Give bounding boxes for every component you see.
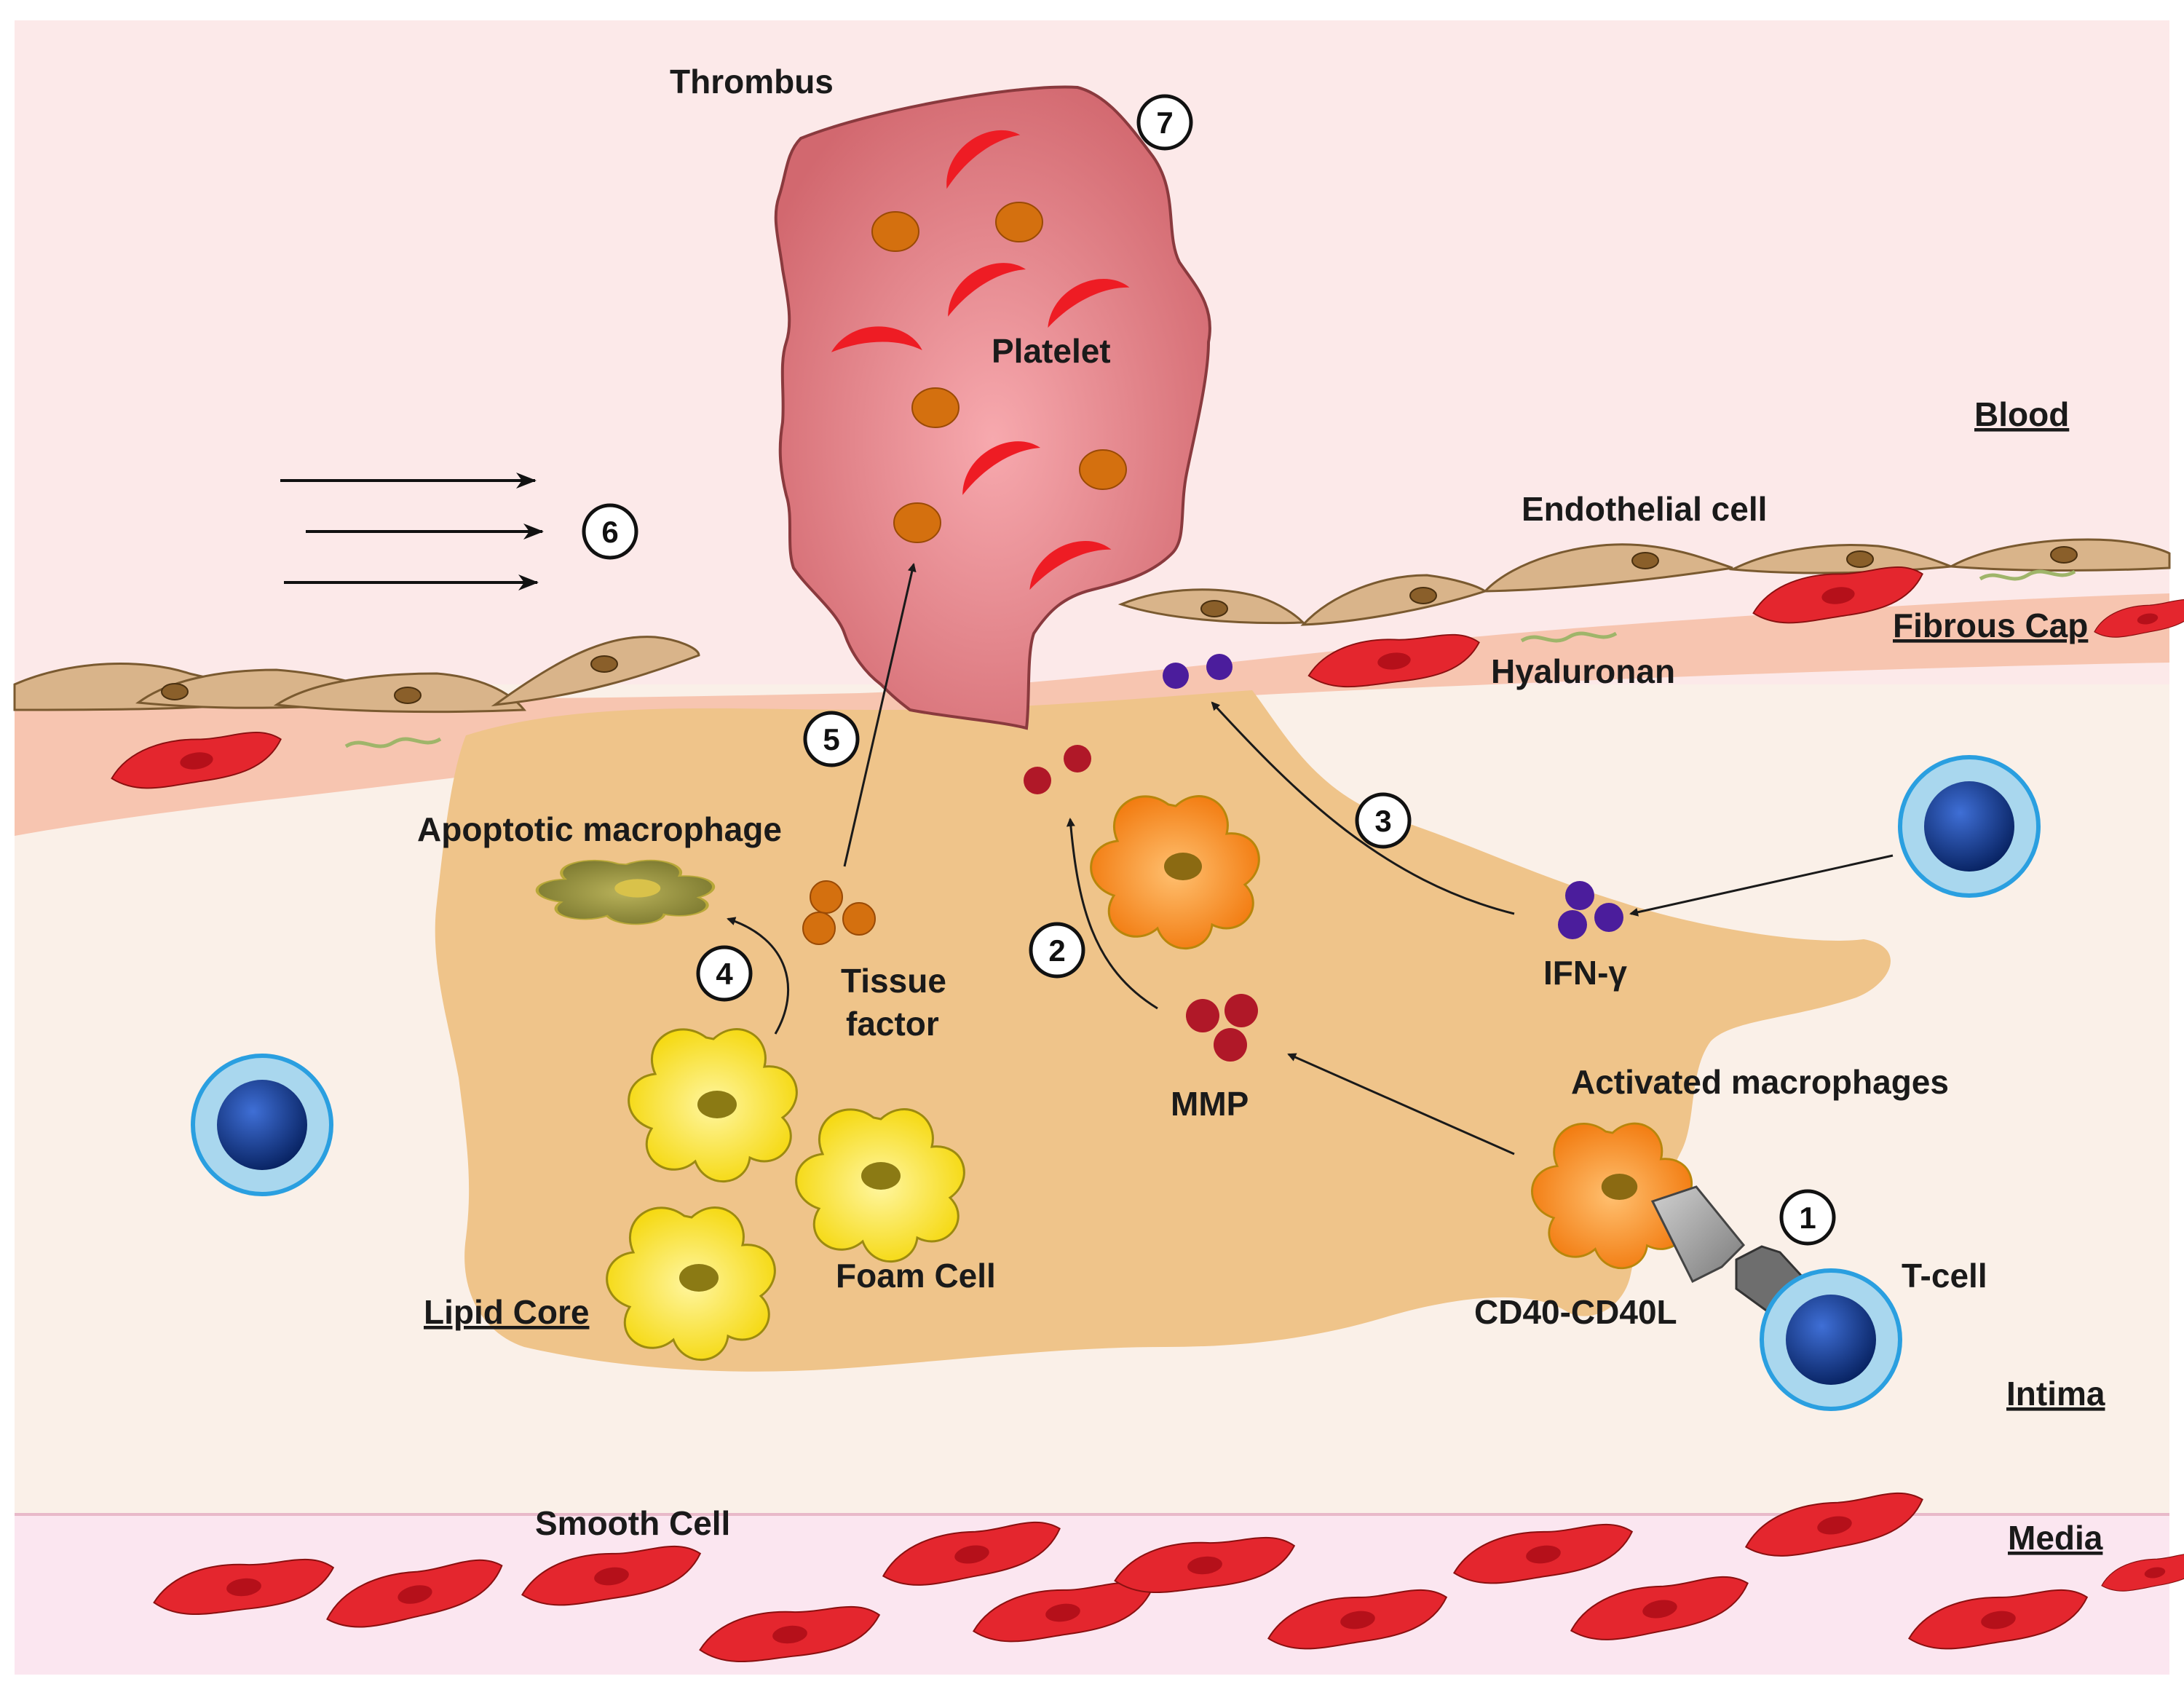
step-marker-3: 3 xyxy=(1355,792,1412,849)
label-lipid-core: Lipid Core xyxy=(424,1293,589,1331)
label-smooth-cell: Smooth Cell xyxy=(535,1504,730,1542)
ifn-gamma-at-cap xyxy=(1163,654,1233,689)
step-marker-1: 1 xyxy=(1779,1189,1836,1246)
label-t-cell: T-cell xyxy=(1902,1257,1987,1295)
label-media: Media xyxy=(2008,1519,2103,1557)
tissue-factor-cluster xyxy=(802,880,876,945)
label-foam-cell: Foam Cell xyxy=(836,1257,996,1295)
label-tissue: Tissue xyxy=(841,962,946,1000)
fibrous-cap xyxy=(15,593,2169,836)
label-blood: Blood xyxy=(1974,395,2069,433)
svg-text:1: 1 xyxy=(1799,1201,1816,1235)
label-endothelial-cell: Endothelial cell xyxy=(1522,490,1767,528)
step-marker-5: 5 xyxy=(803,711,860,767)
label-apoptotic-macrophage: Apoptotic macrophage xyxy=(417,810,782,848)
label-activated-macrophages: Activated macrophages xyxy=(1571,1063,1949,1101)
hyaluronan-strands xyxy=(344,569,2076,748)
svg-text:4: 4 xyxy=(716,957,733,991)
label-ifn-gamma: IFN-γ xyxy=(1543,954,1627,992)
t-cell xyxy=(1900,757,2038,896)
foam-cell xyxy=(628,1028,798,1183)
svg-text:2: 2 xyxy=(1048,933,1065,968)
ifn-gamma-cluster xyxy=(1558,881,1623,939)
svg-text:3: 3 xyxy=(1374,804,1391,838)
label-platelet: Platelet xyxy=(992,332,1111,370)
blood-flow-arrows xyxy=(280,473,544,590)
endothelial-nuclei xyxy=(161,546,2078,704)
label-factor: factor xyxy=(846,1005,939,1043)
activated-macrophage xyxy=(1090,795,1260,950)
lipid-core xyxy=(435,690,1891,1372)
label-hyaluronan: Hyaluronan xyxy=(1491,652,1675,690)
foam-cell xyxy=(795,1108,965,1263)
t-cell xyxy=(193,1056,331,1194)
pathway-arrows xyxy=(727,563,1894,1155)
mmp-particles-upper xyxy=(1024,745,1091,794)
svg-text:5: 5 xyxy=(823,722,839,756)
step-marker-7: 7 xyxy=(1136,94,1193,151)
label-mmp: MMP xyxy=(1171,1085,1249,1123)
mmp-cluster xyxy=(1186,994,1258,1062)
label-cd40-cd40l: CD40-CD40L xyxy=(1474,1293,1677,1331)
step-marker-4: 4 xyxy=(696,945,753,1002)
label-thrombus: Thrombus xyxy=(670,63,834,100)
foam-cell xyxy=(606,1206,776,1362)
apoptotic-macrophage xyxy=(537,861,713,925)
step-marker-2: 2 xyxy=(1029,922,1085,979)
t-cell xyxy=(1762,1271,1900,1409)
svg-text:6: 6 xyxy=(601,515,618,549)
label-intima: Intima xyxy=(2006,1375,2105,1412)
tissue-factor-particles xyxy=(871,202,1127,543)
label-fibrous-cap: Fibrous Cap xyxy=(1893,607,2088,644)
activated-macrophage-cd40 xyxy=(1531,1122,1693,1270)
step-marker-6: 6 xyxy=(582,503,638,560)
svg-text:7: 7 xyxy=(1156,106,1173,140)
